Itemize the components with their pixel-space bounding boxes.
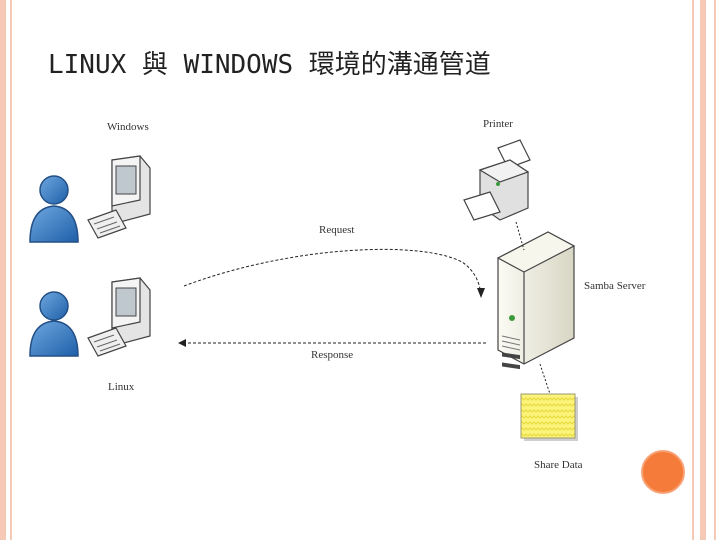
decorative-orange-circle bbox=[641, 450, 685, 494]
right-border-stripe bbox=[700, 0, 706, 540]
server-share-data-link bbox=[539, 363, 551, 395]
share-data-label: Share Data bbox=[534, 459, 583, 471]
linux-user-icon bbox=[29, 291, 79, 357]
samba-server-label: Samba Server bbox=[584, 280, 646, 292]
left-border-line bbox=[10, 0, 12, 540]
right-border-edge bbox=[714, 0, 716, 540]
windows-user-icon bbox=[29, 175, 79, 243]
printer-server-link bbox=[515, 221, 525, 251]
response-arrowhead bbox=[178, 339, 186, 347]
printer-icon bbox=[463, 139, 531, 221]
request-arrow bbox=[183, 248, 482, 297]
printer-label: Printer bbox=[483, 118, 513, 130]
right-border-line bbox=[692, 0, 694, 540]
left-border-stripe bbox=[0, 0, 6, 540]
slide-title: LINUX 與 WINDOWS 環境的溝通管道 bbox=[48, 50, 491, 80]
windows-label: Windows bbox=[107, 121, 149, 133]
samba-server-icon bbox=[496, 231, 576, 370]
windows-computer-icon bbox=[87, 155, 151, 239]
request-label: Request bbox=[319, 224, 355, 236]
response-label: Response bbox=[311, 349, 354, 361]
linux-label: Linux bbox=[108, 381, 135, 393]
linux-computer-icon bbox=[87, 277, 151, 357]
request-arrowhead bbox=[477, 288, 485, 298]
share-data-document-icon bbox=[520, 393, 578, 441]
